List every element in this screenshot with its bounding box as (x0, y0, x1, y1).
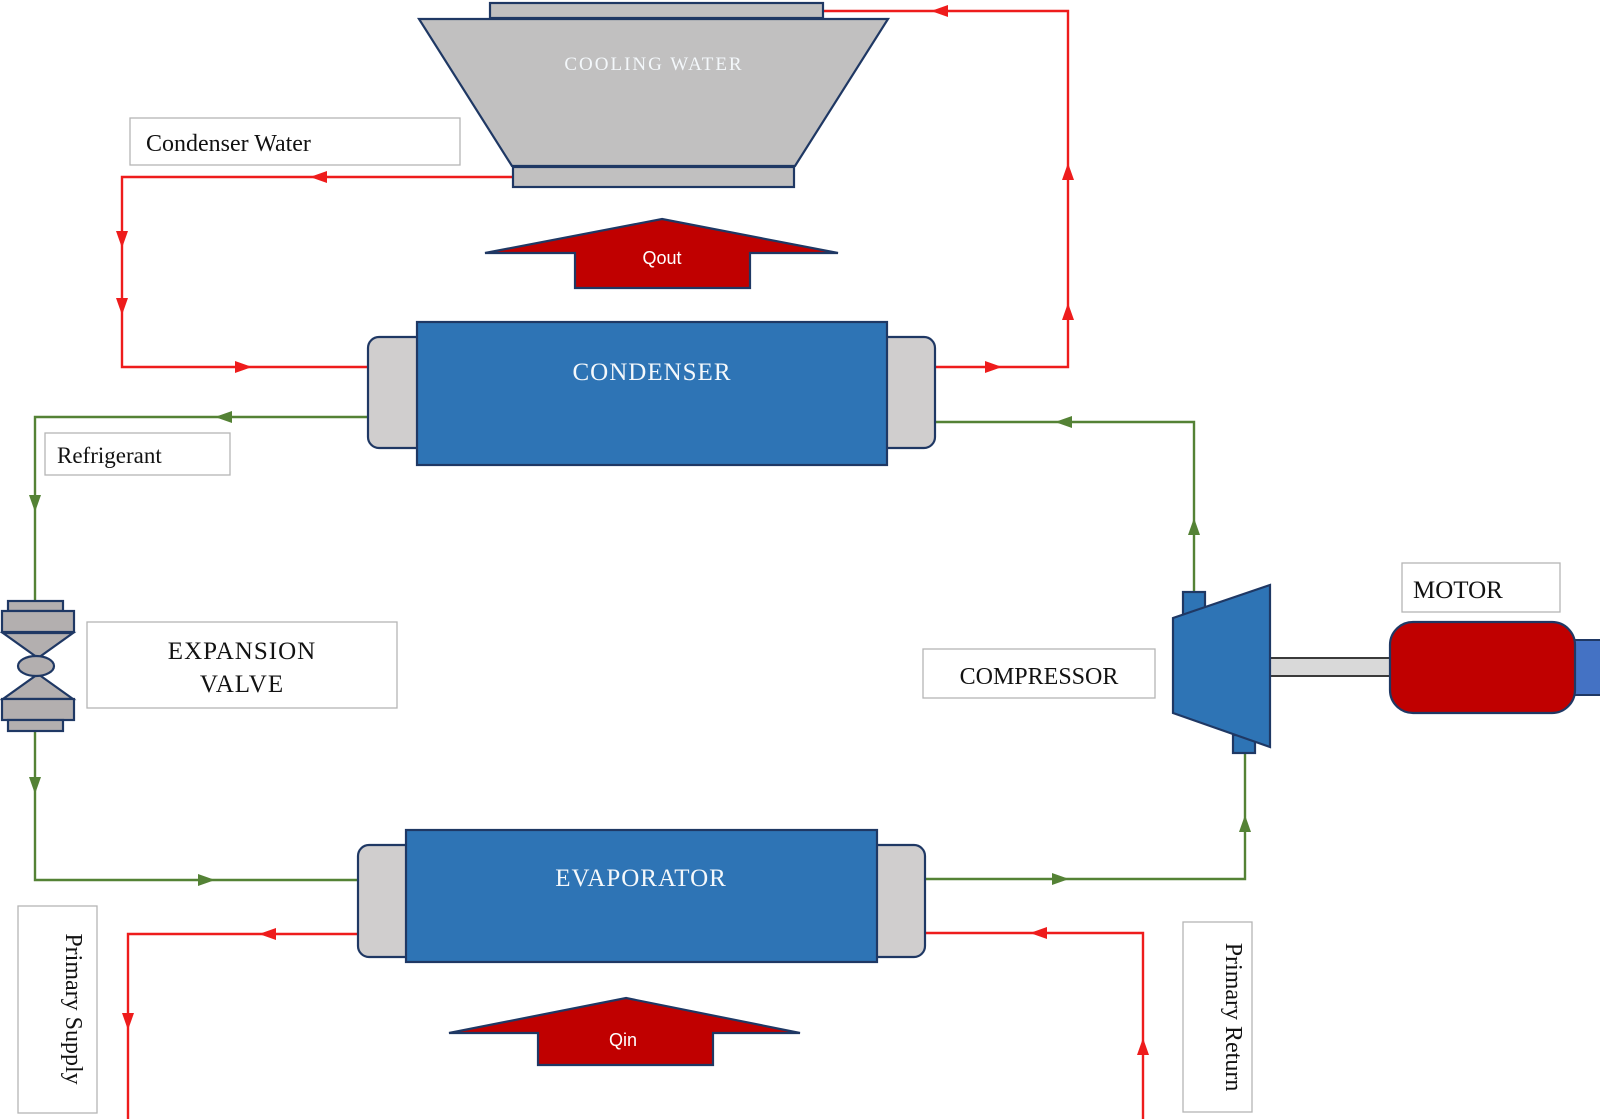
valve-top-flange (6, 599, 65, 613)
motor-body (1388, 620, 1577, 715)
label-box (129, 117, 461, 166)
evaporator-label: EVAPORATOR (555, 865, 727, 892)
flow-arrow-left (1030, 927, 1047, 939)
label-box (922, 648, 1156, 699)
flow-arrow-down (29, 495, 41, 512)
valve-orifice (16, 654, 56, 678)
qout-heat-arrow: Qout (484, 217, 839, 290)
label-box (86, 621, 398, 709)
qout-label: Qout (642, 248, 681, 268)
label-compressor: COMPRESSOR (922, 648, 1156, 699)
valve-lower-body (0, 697, 76, 722)
condenser: CONDENSER (366, 320, 937, 467)
motor-end-tab (1572, 639, 1600, 696)
label-refrigerant: Refrigerant (44, 432, 231, 476)
flow-arrow-down (29, 777, 41, 794)
qin-heat-arrow: Qin (448, 996, 801, 1067)
label-box (1401, 562, 1561, 613)
expansion-valve (0, 599, 77, 733)
label-expansion-valve: EXPANSION VALVE (86, 621, 398, 709)
pipe-primary-return (925, 931, 1145, 1119)
label-text-line2: VALVE (200, 671, 284, 698)
pipe-compressor-to-condenser (935, 420, 1196, 594)
valve-bottom-flange (6, 718, 65, 733)
flow-arrow-down (116, 298, 128, 315)
cooling-tower-body (417, 17, 890, 168)
label-text: Refrigerant (57, 443, 162, 468)
pipe-primary-supply (126, 932, 358, 1119)
label-primary-return: Primary Return (1182, 921, 1253, 1113)
label-text: MOTOR (1413, 577, 1503, 604)
label-box (44, 432, 231, 476)
flow-arrow-left (1055, 416, 1072, 428)
flow-arrow-up (1239, 815, 1251, 832)
compressor-body (1171, 583, 1272, 749)
evaporator-body (404, 828, 879, 964)
flow-arrow-right (985, 361, 1002, 373)
flow-arrow-left (215, 411, 232, 423)
label-box (17, 905, 98, 1114)
flow-arrow-up (1137, 1038, 1149, 1055)
label-condenser-water: Condenser Water (129, 117, 461, 166)
cooling-tower-label: COOLING WATER (564, 54, 743, 75)
cooling-tower-bottom-bar (511, 165, 796, 189)
qin-label: Qin (609, 1030, 637, 1050)
flow-arrow-right (1052, 873, 1069, 885)
qout-arrow-shape (484, 217, 839, 290)
flow-arrow-down (116, 231, 128, 248)
flow-arrow-up (1062, 163, 1074, 180)
drive-shaft (1269, 657, 1395, 677)
primary-chilled-water-lines (122, 927, 1149, 1119)
label-motor: MOTOR (1401, 562, 1561, 613)
label-text: COMPRESSOR (960, 664, 1119, 690)
label-text-line1: EXPANSION (168, 638, 316, 665)
valve-lower-cone (0, 672, 77, 701)
qin-arrow-shape (448, 996, 801, 1067)
flow-arrow-left (310, 171, 327, 183)
compressor-motor-assembly (1171, 583, 1600, 755)
flow-arrow-left (931, 5, 948, 17)
label-primary-supply: Primary Supply (17, 905, 98, 1114)
evaporator: EVAPORATOR (356, 828, 927, 964)
flow-arrow-down (122, 1013, 134, 1030)
valve-upper-body (0, 609, 76, 634)
cooling-tower: COOLING WATER (417, 1, 890, 189)
flow-arrow-right (235, 361, 252, 373)
valve-upper-cone (0, 631, 77, 660)
cooling-tower-top-bar (488, 1, 825, 20)
flow-arrow-left (259, 928, 276, 940)
condenser-body (415, 320, 889, 467)
label-text-vertical: Primary Return (1220, 943, 1246, 1092)
flow-arrow-up (1062, 303, 1074, 320)
flow-arrow-right (198, 874, 215, 886)
label-text: Condenser Water (146, 131, 311, 157)
label-text-vertical: Primary Supply (60, 933, 86, 1084)
pipe-evaporator-to-compressor (925, 753, 1247, 881)
condenser-label: CONDENSER (572, 359, 731, 386)
flow-arrow-up (1188, 518, 1200, 535)
label-box (1182, 921, 1253, 1113)
condenser-water-loop (116, 5, 1074, 373)
